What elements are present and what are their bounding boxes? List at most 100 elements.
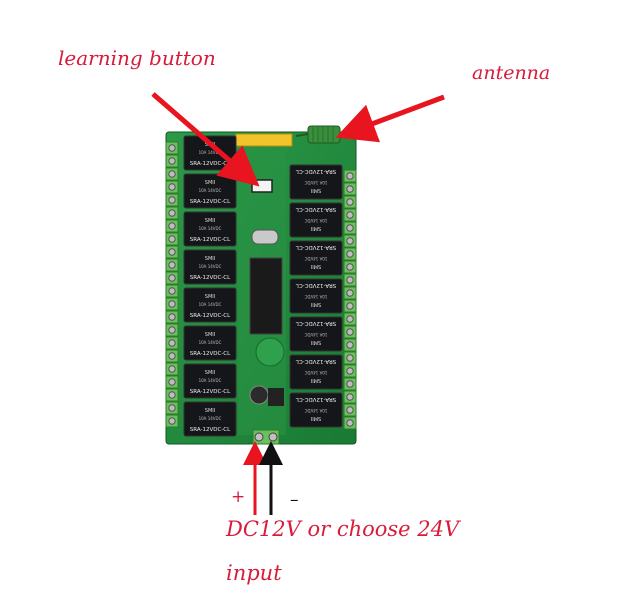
relay: SMII 10A 14VDC SRA-12VDC-CL (289, 354, 343, 390)
relay-rating: 10A 14VDC (199, 226, 222, 231)
relay-model: SRA-12VDC-CL (190, 427, 231, 433)
terminal-screw (168, 404, 176, 412)
learning-button (251, 179, 273, 193)
relay-rating: 10A 14VDC (199, 188, 222, 193)
terminal-screw (346, 367, 354, 375)
relay-rating: 10A 14VDC (199, 264, 222, 269)
terminal-screw (346, 341, 354, 349)
relay-model: SRA-12VDC-CL (190, 199, 231, 205)
terminal-screw (168, 235, 176, 243)
relay-brand: SMII (205, 180, 215, 186)
relay-brand: SMII (311, 301, 321, 307)
terminal-screw (346, 302, 354, 310)
relay: SMII 10A 14VDC SRA-12VDC-CL (183, 363, 237, 399)
minus-label: – (290, 490, 299, 510)
relay-rating: 10A 14VDC (304, 370, 327, 375)
terminal-screw (346, 237, 354, 245)
input-label: input (226, 561, 282, 585)
terminal-screw (168, 391, 176, 399)
terminal-screw (346, 250, 354, 258)
terminal-screw (168, 339, 176, 347)
relay-model: SRA-12VDC-CL (295, 206, 336, 212)
relay-rating: 10A 14VDC (304, 218, 327, 223)
relay-brand: SMII (205, 256, 215, 262)
relay-brand: SMII (205, 370, 215, 376)
relay: SMII 10A 14VDC SRA-12VDC-CL (289, 278, 343, 314)
terminal-screw (168, 326, 176, 334)
terminal-screw (168, 287, 176, 295)
crystal (251, 229, 279, 245)
relay-rating: 10A 14VDC (199, 302, 222, 307)
relay-model: SRA-12VDC-CL (295, 358, 336, 364)
terminal-screw (346, 211, 354, 219)
relay-rating: 10A 14VDC (199, 150, 222, 155)
relay-model: SRA-12VDC-CL (190, 237, 231, 243)
relay: SMII 10A 14VDC SRA-12VDC-CL (289, 202, 343, 238)
terminal-screw (346, 224, 354, 232)
microcontroller-chip (249, 257, 283, 335)
terminal-screw (346, 185, 354, 193)
terminal-screw (168, 417, 176, 425)
relay-brand: SMII (205, 408, 215, 414)
terminal-screw (346, 315, 354, 323)
relay-model: SRA-12VDC-CL (190, 275, 231, 281)
relays-right: SMII 10A 14VDC SRA-12VDC-CL SMII 10A 14VDC SR… (289, 164, 343, 428)
terminal-screw (168, 144, 176, 152)
relay-model: SRA-12VDC-CL (190, 313, 231, 319)
antenna-arrow (335, 94, 445, 143)
capacitor-small (249, 385, 269, 405)
relay-model: SRA-12VDC-CL (295, 244, 336, 250)
terminal-screw (168, 183, 176, 191)
terminal-screw (346, 393, 354, 401)
terminal-screw (346, 172, 354, 180)
regulator (268, 388, 284, 406)
terminal-screw (346, 276, 354, 284)
relay-model: SRA-12VDC-CL (190, 161, 231, 167)
relay-rating: 10A 14VDC (304, 332, 327, 337)
relay-brand: SMII (205, 332, 215, 338)
relay-brand: SMII (311, 377, 321, 383)
relay-rating: 10A 14VDC (199, 416, 222, 421)
voltage-label: DC12V or choose 24V (226, 517, 460, 541)
terminal-screw (168, 261, 176, 269)
relay-brand: SMII (311, 339, 321, 345)
relay-rating: 10A 14VDC (199, 340, 222, 345)
terminal-screw (346, 419, 354, 427)
receiver-module (235, 133, 293, 147)
terminal-screw (168, 274, 176, 282)
relay: SMII 10A 14VDC SRA-12VDC-CL (183, 249, 237, 285)
relay-brand: SMII (311, 263, 321, 269)
terminal-screw (168, 170, 176, 178)
relay-rating: 10A 14VDC (304, 256, 327, 261)
antenna-coil-windings (312, 127, 334, 142)
relay-model: SRA-12VDC-CL (295, 396, 336, 402)
relay-brand: SMII (311, 225, 321, 231)
relay-model: SRA-12VDC-CL (295, 320, 336, 326)
relay-model: SRA-12VDC-CL (190, 389, 231, 395)
relay-rating: 10A 14VDC (304, 294, 327, 299)
learning-arrow (151, 92, 260, 187)
terminal-screw (168, 313, 176, 321)
relay-rating: 10A 14VDC (199, 378, 222, 383)
terminal-screw (346, 289, 354, 297)
relays-left: SMII 10A 14VDC SRA-12VDC-CL SMII 10A 14VDC SR… (183, 135, 237, 437)
terminal-screw (346, 198, 354, 206)
relay-brand: SMII (205, 294, 215, 300)
terminal-screw (168, 300, 176, 308)
terminal-screw (168, 209, 176, 217)
relay-rating: 10A 14VDC (304, 180, 327, 185)
relay-model: SRA-12VDC-CL (295, 282, 336, 288)
relay-rating: 10A 14VDC (304, 408, 327, 413)
relay-brand: SMII (311, 187, 321, 193)
terminal-screw (346, 406, 354, 414)
terminal-screw (346, 354, 354, 362)
relay-brand: SMII (205, 218, 215, 224)
relay: SMII 10A 14VDC SRA-12VDC-CL (183, 287, 237, 323)
learning-button-label: learning button (58, 46, 216, 70)
terminal-screw (168, 365, 176, 373)
terminal-block-right (343, 169, 357, 430)
